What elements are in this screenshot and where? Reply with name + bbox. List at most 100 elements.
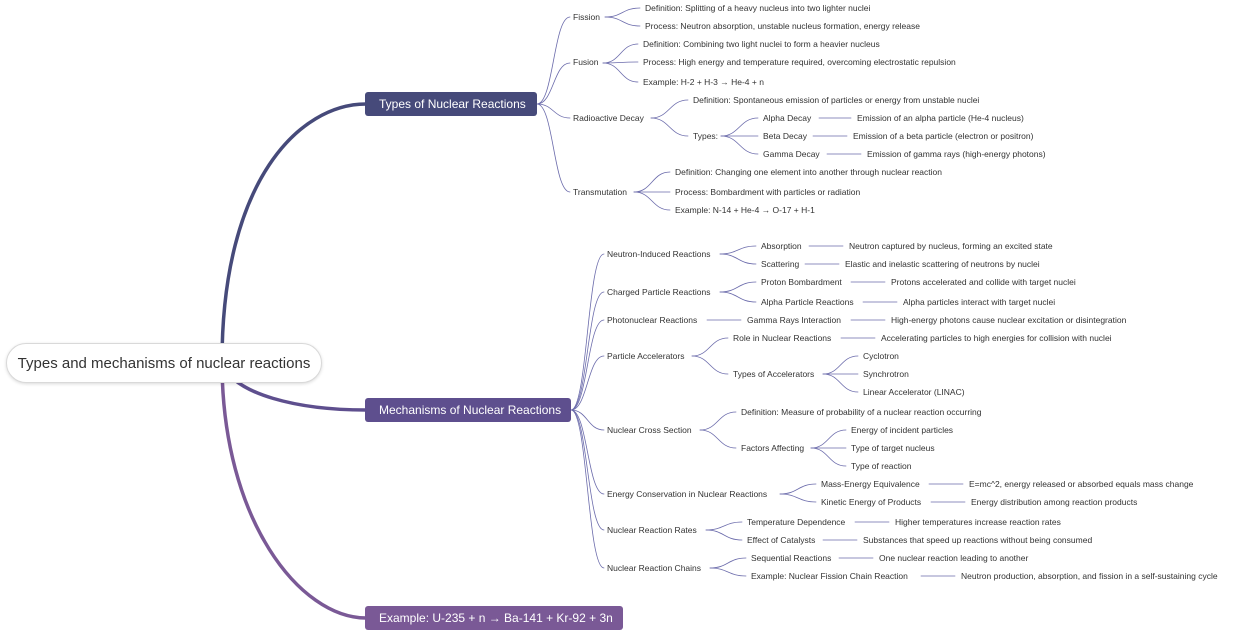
connector-types-2: [536, 103, 571, 119]
node-decay-types[interactable]: Types:: [693, 131, 719, 141]
connector-decay-1: [650, 117, 689, 137]
node-photonuclear[interactable]: Photonuclear Reactions: [607, 315, 698, 325]
node-energy-conservation[interactable]: Energy Conservation in Nuclear Reactions: [607, 489, 768, 499]
node-absorption-desc[interactable]: Neutron captured by nucleus, forming an …: [849, 241, 1053, 251]
node-alpha-particle-reactions[interactable]: Alpha Particle Reactions: [761, 297, 854, 307]
connector-fusion-0: [602, 43, 639, 64]
connector-mechanisms-3: [570, 355, 605, 411]
connector-decay-types-0: [720, 117, 759, 137]
connector-energy-1: [779, 493, 817, 503]
node-radioactive-decay[interactable]: Radioactive Decay: [573, 113, 644, 123]
connector-charged-0: [719, 281, 757, 293]
connector-mechanisms-7: [570, 409, 605, 569]
node-effect-of-catalysts[interactable]: Effect of Catalysts: [747, 535, 816, 545]
node-fission-definition[interactable]: Definition: Splitting of a heavy nucleus…: [645, 3, 871, 13]
node-fusion[interactable]: Fusion: [573, 57, 599, 67]
node-mass-energy[interactable]: Mass-Energy Equivalence: [821, 479, 920, 489]
node-gamma-rays-interaction[interactable]: Gamma Rays Interaction: [747, 315, 842, 325]
node-temperature-dependence[interactable]: Temperature Dependence: [747, 517, 846, 527]
connector-fission-0: [604, 7, 641, 18]
node-fusion-definition[interactable]: Definition: Combining two light nuclei t…: [643, 39, 880, 49]
node-scattering[interactable]: Scattering: [761, 259, 800, 269]
node-temperature-dependence-desc[interactable]: Higher temperatures increase reaction ra…: [895, 517, 1061, 527]
connector-cross-0: [699, 411, 737, 431]
node-fusion-example[interactable]: Example: H-2 + H-3 → He-4 + n: [643, 77, 764, 87]
node-proton-bombardment-desc[interactable]: Protons accelerated and collide with tar…: [891, 277, 1076, 287]
node-fission-chain-example[interactable]: Example: Nuclear Fission Chain Reaction: [751, 571, 908, 581]
root-node[interactable]: Types and mechanisms of nuclear reaction…: [6, 343, 322, 383]
node-alpha-particle-reactions-desc[interactable]: Alpha particles interact with target nuc…: [903, 297, 1056, 307]
connector-factors-2: [810, 447, 847, 467]
node-factors-affecting[interactable]: Factors Affecting: [741, 443, 805, 453]
node-gamma-decay[interactable]: Gamma Decay: [763, 149, 820, 159]
node-accel-role-desc[interactable]: Accelerating particles to high energies …: [881, 333, 1112, 343]
connector-decay-0: [650, 99, 689, 119]
node-synchrotron[interactable]: Synchrotron: [863, 369, 909, 379]
node-gamma-decay-desc[interactable]: Emission of gamma rays (high-energy phot…: [867, 149, 1046, 159]
node-absorption[interactable]: Absorption: [761, 241, 802, 251]
node-scattering-desc[interactable]: Elastic and inelastic scattering of neut…: [845, 259, 1040, 269]
connector-rates-0: [705, 521, 743, 531]
connector-transmutation-2: [633, 191, 671, 211]
node-particle-accelerators[interactable]: Particle Accelerators: [607, 351, 685, 361]
node-fission-chain-example-desc[interactable]: Neutron production, absorption, and fiss…: [961, 571, 1218, 581]
connector-types-1: [536, 62, 571, 105]
node-alpha-decay-desc[interactable]: Emission of an alpha particle (He-4 nucl…: [857, 113, 1024, 123]
node-alpha-decay[interactable]: Alpha Decay: [763, 113, 812, 123]
connector-accel-types-2: [822, 373, 859, 393]
node-neutron-induced[interactable]: Neutron-Induced Reactions: [607, 249, 711, 259]
connector-types-3: [536, 103, 571, 193]
node-beta-decay-desc[interactable]: Emission of a beta particle (electron or…: [853, 131, 1034, 141]
node-fusion-process[interactable]: Process: High energy and temperature req…: [643, 57, 956, 67]
branch-example-reaction[interactable]: Example: U-235 + n → Ba-141 + Kr-92 + 3n: [365, 606, 623, 630]
connector-mechanisms-0: [570, 253, 605, 411]
node-effect-of-catalysts-desc[interactable]: Substances that speed up reactions witho…: [863, 535, 1093, 545]
node-factor-reaction[interactable]: Type of reaction: [851, 461, 912, 471]
node-fission-process[interactable]: Process: Neutron absorption, unstable nu…: [645, 21, 920, 31]
node-cross-section[interactable]: Nuclear Cross Section: [607, 425, 692, 435]
node-transmutation-process[interactable]: Process: Bombardment with particles or r…: [675, 187, 861, 197]
node-transmutation-example[interactable]: Example: N-14 + He-4 → O-17 + H-1: [675, 205, 815, 215]
connector-neutron-0: [719, 245, 757, 255]
branch-mechanisms-of-nuclear-reactions[interactable]: Mechanisms of Nuclear Reactions: [365, 398, 571, 422]
node-factor-energy[interactable]: Energy of incident particles: [851, 425, 954, 435]
connector-mechanisms-4: [570, 409, 605, 431]
connector-factors-0: [810, 429, 847, 449]
node-reaction-rates[interactable]: Nuclear Reaction Rates: [607, 525, 697, 535]
connector-chains-0: [709, 557, 747, 569]
node-sequential-reactions-desc[interactable]: One nuclear reaction leading to another: [879, 553, 1029, 563]
node-beta-decay[interactable]: Beta Decay: [763, 131, 807, 141]
connector-neutron-1: [719, 253, 757, 265]
connector-rates-1: [705, 529, 743, 541]
node-fission[interactable]: Fission: [573, 12, 600, 22]
node-decay-definition[interactable]: Definition: Spontaneous emission of part…: [693, 95, 980, 105]
connector-charged-1: [719, 291, 757, 303]
connector-mechanisms-2: [570, 319, 605, 411]
node-kinetic-energy[interactable]: Kinetic Energy of Products: [821, 497, 922, 507]
node-reaction-chains[interactable]: Nuclear Reaction Chains: [607, 563, 702, 573]
node-kinetic-energy-desc[interactable]: Energy distribution among reaction produ…: [971, 497, 1138, 507]
node-sequential-reactions[interactable]: Sequential Reactions: [751, 553, 832, 563]
node-transmutation-definition[interactable]: Definition: Changing one element into an…: [675, 167, 942, 177]
connector-types-0: [536, 16, 571, 105]
node-gamma-rays-interaction-desc[interactable]: High-energy photons cause nuclear excita…: [891, 315, 1127, 325]
branch-types-of-nuclear-reactions[interactable]: Types of Nuclear Reactions: [365, 92, 537, 116]
node-charged-particle[interactable]: Charged Particle Reactions: [607, 287, 711, 297]
connector-chains-1: [709, 567, 747, 577]
node-linac[interactable]: Linear Accelerator (LINAC): [863, 387, 965, 397]
connector-energy-0: [779, 483, 817, 495]
connector-accelerators-0: [691, 337, 729, 357]
node-factor-target[interactable]: Type of target nucleus: [851, 443, 935, 453]
connector-root-example: [220, 360, 368, 620]
node-accel-types[interactable]: Types of Accelerators: [733, 369, 815, 379]
node-proton-bombardment[interactable]: Proton Bombardment: [761, 277, 842, 287]
node-accel-role[interactable]: Role in Nuclear Reactions: [733, 333, 832, 343]
node-cross-section-definition[interactable]: Definition: Measure of probability of a …: [741, 407, 982, 417]
node-transmutation[interactable]: Transmutation: [573, 187, 628, 197]
connector-mechanisms-6: [570, 409, 605, 531]
connector-accelerators-1: [691, 355, 729, 375]
connector-accel-types-0: [822, 355, 859, 375]
node-mass-energy-desc[interactable]: E=mc^2, energy released or absorbed equa…: [969, 479, 1194, 489]
node-cyclotron[interactable]: Cyclotron: [863, 351, 899, 361]
